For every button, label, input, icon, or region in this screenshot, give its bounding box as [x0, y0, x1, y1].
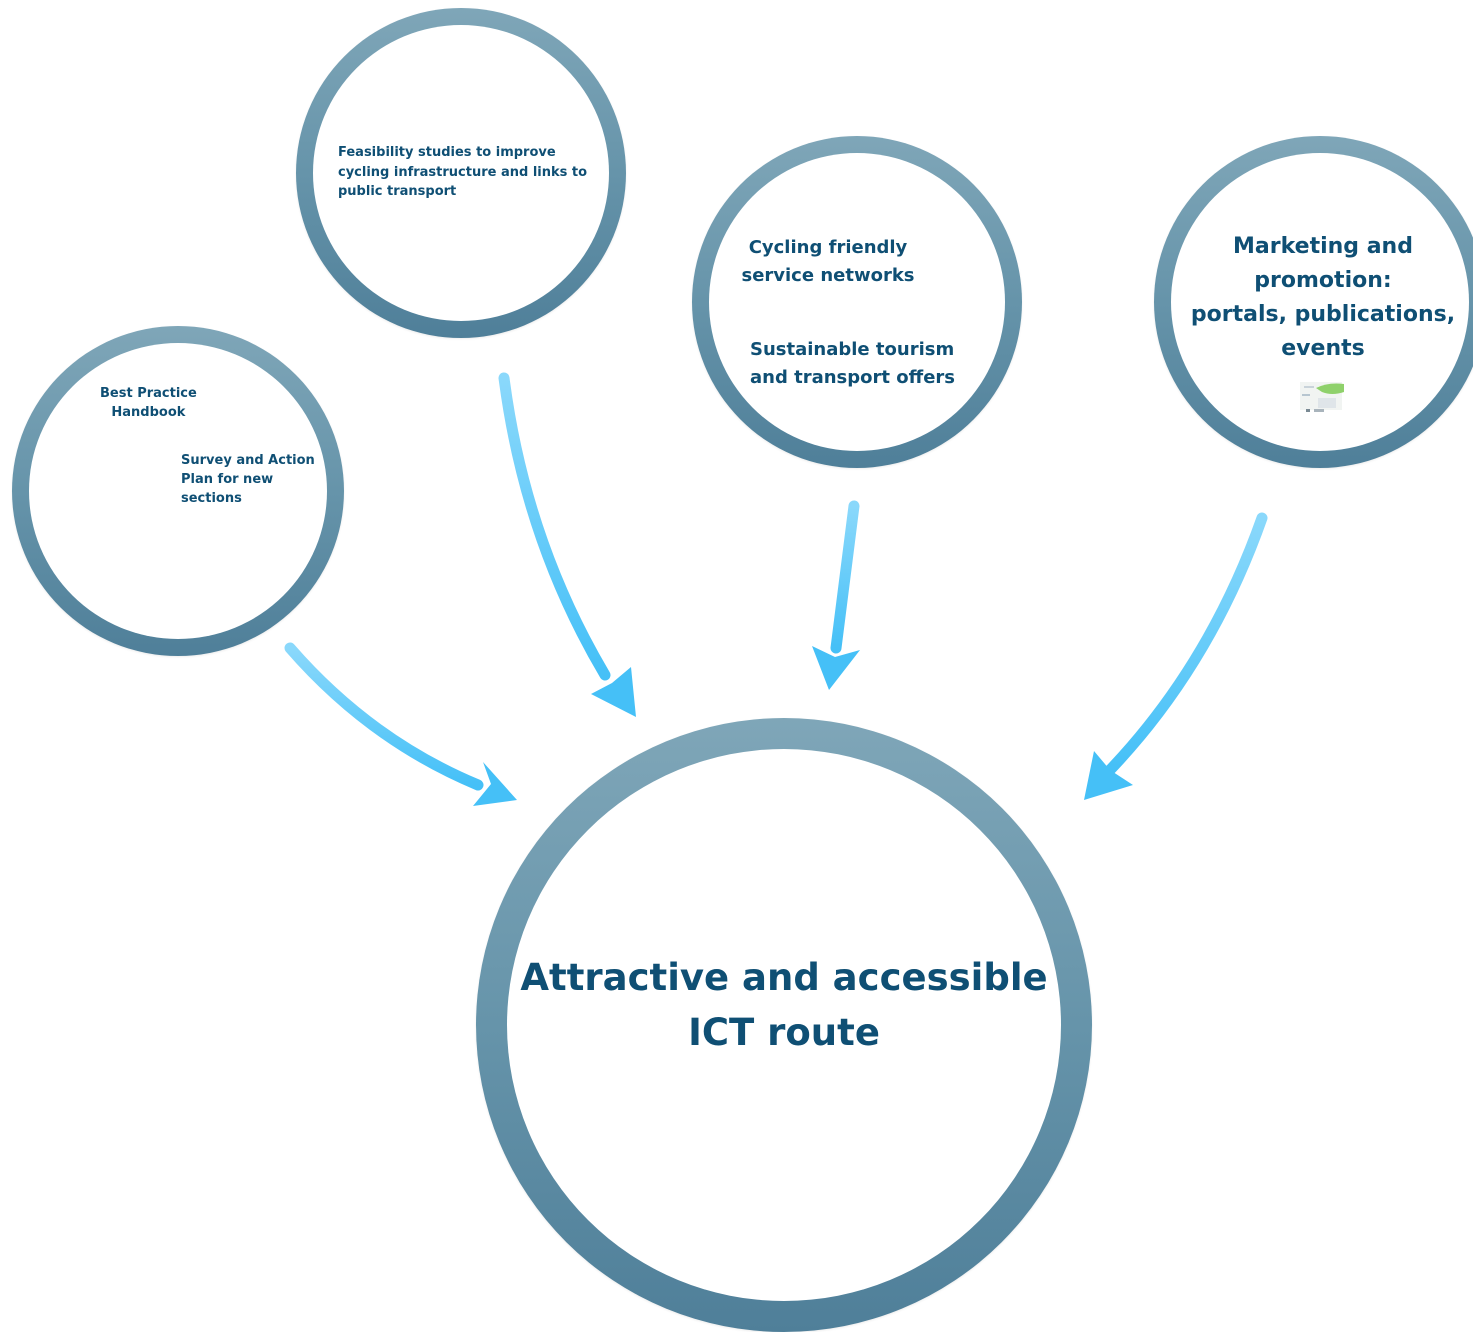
arrow-head-marketing [1084, 751, 1133, 800]
feasibility-line-2: cycling infrastructure and links to [338, 164, 588, 180]
tourism-label: Sustainable tourism and transport offers [750, 336, 955, 392]
marketing-line-2: promotion: [1254, 268, 1392, 293]
arrow-head-feasibility [591, 667, 636, 717]
tourism-line-1: Sustainable tourism [750, 339, 955, 360]
cycling-label: Cycling friendly service networks [712, 234, 944, 290]
circle-marketing [1154, 136, 1473, 468]
survey-line-2: Plan for new [181, 472, 274, 487]
handbook-line-2: Handbook [111, 405, 186, 420]
arrow-marketing-to-main [1104, 512, 1268, 776]
feasibility-label: Feasibility studies to improve cycling i… [338, 143, 587, 202]
arrow-handbook-to-main [284, 642, 484, 791]
tourism-line-2: and transport offers [750, 367, 956, 388]
survey-line-3: sections [181, 491, 242, 506]
feasibility-line-3: public transport [338, 184, 457, 199]
website-thumbnail-image [1294, 378, 1346, 416]
arrow-feasibility-to-main [498, 372, 611, 681]
circle-cycling [692, 136, 1022, 468]
handbook-label: Best Practice Handbook [100, 384, 197, 422]
feasibility-line-1: Feasibility studies to improve [338, 145, 556, 160]
circle-handbook [12, 326, 344, 656]
circle-main [476, 718, 1092, 1332]
survey-label: Survey and Action Plan for new sections [181, 451, 315, 508]
arrow-head-handbook [473, 762, 517, 806]
main-title-line-1: Attractive and accessible [520, 956, 1048, 999]
cycling-line-2: service networks [741, 265, 915, 286]
marketing-label: Marketing and promotion: portals, public… [1190, 230, 1456, 366]
marketing-line-1: Marketing and [1233, 234, 1413, 259]
marketing-line-4: events [1281, 336, 1365, 361]
cycling-line-1: Cycling friendly [748, 237, 908, 258]
arrow-head-cycling [812, 646, 860, 690]
circle-feasibility [296, 8, 626, 338]
arrow-cycling-to-main [830, 500, 860, 654]
marketing-line-3: portals, publications, [1190, 302, 1456, 327]
main-title: Attractive and accessible ICT route [504, 950, 1064, 1060]
handbook-line-1: Best Practice [100, 386, 197, 401]
survey-line-1: Survey and Action [181, 453, 315, 468]
main-title-line-2: ICT route [688, 1011, 880, 1054]
